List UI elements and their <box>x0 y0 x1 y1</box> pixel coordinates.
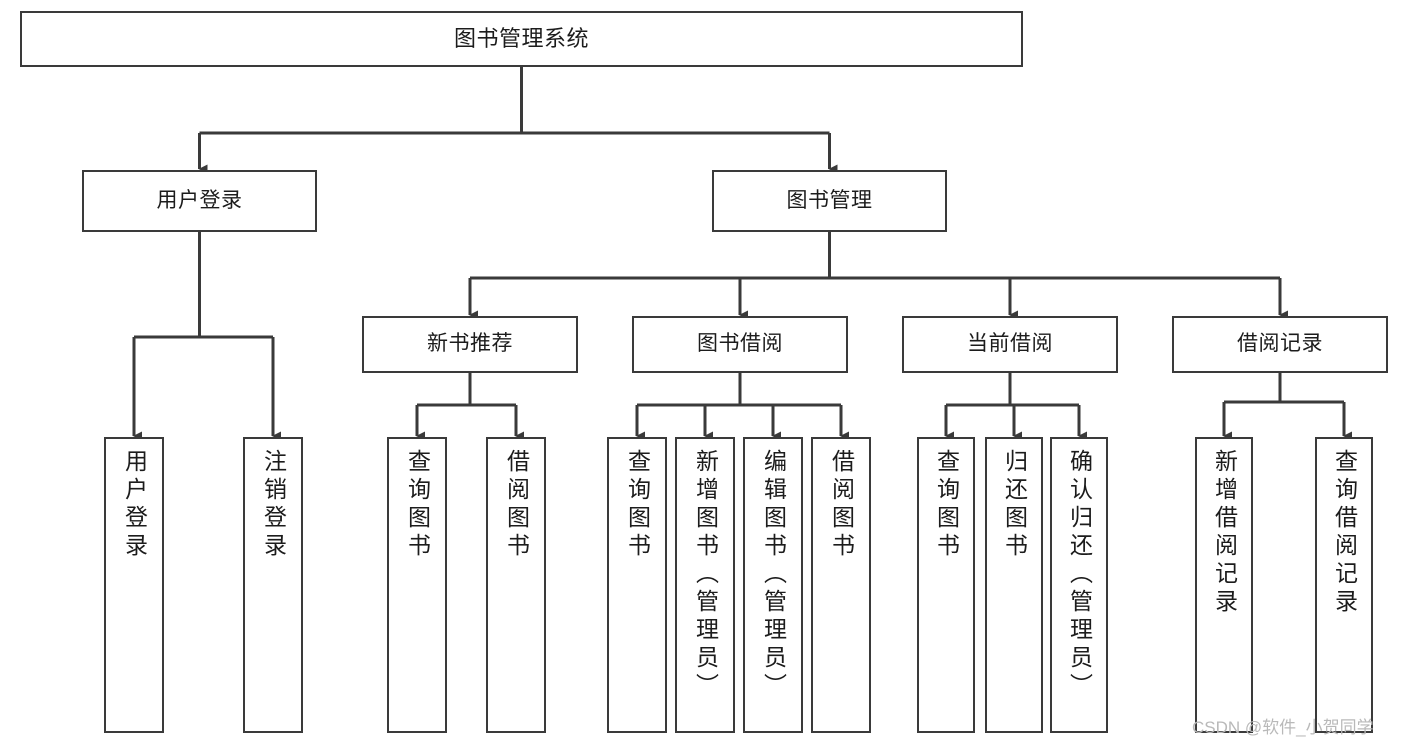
node-c_query[interactable]: 查询图书 <box>917 437 975 733</box>
node-r_add[interactable]: 新增借阅记录 <box>1195 437 1253 733</box>
node-current[interactable]: 当前借阅 <box>902 316 1118 373</box>
node-records[interactable]: 借阅记录 <box>1172 316 1388 373</box>
node-n_borrow[interactable]: 借阅图书 <box>486 437 546 733</box>
node-r_query[interactable]: 查询借阅记录 <box>1315 437 1373 733</box>
node-n_query[interactable]: 查询图书 <box>387 437 447 733</box>
node-l_login[interactable]: 用户登录 <box>104 437 164 733</box>
node-label: 新增借阅记录 <box>1211 449 1238 617</box>
node-label: 借阅记录 <box>1237 332 1323 356</box>
node-label: 新增图书（管理员） <box>692 449 719 701</box>
node-label: 新书推荐 <box>427 332 513 356</box>
node-label: 查询借阅记录 <box>1331 449 1358 617</box>
node-label: 确认归还（管理员） <box>1066 449 1093 701</box>
node-b_add[interactable]: 新增图书（管理员） <box>675 437 735 733</box>
edge-group <box>132 67 1352 441</box>
node-label: 图书管理系统 <box>453 26 589 52</box>
node-c_return[interactable]: 归还图书 <box>985 437 1043 733</box>
node-borrow[interactable]: 图书借阅 <box>632 316 848 373</box>
node-b_query[interactable]: 查询图书 <box>607 437 667 733</box>
node-newrec[interactable]: 新书推荐 <box>362 316 578 373</box>
node-label: 借阅图书 <box>828 449 855 561</box>
node-login[interactable]: 用户登录 <box>82 170 317 232</box>
node-label: 当前借阅 <box>967 332 1053 356</box>
node-label: 图书借阅 <box>697 332 783 356</box>
node-b_edit[interactable]: 编辑图书（管理员） <box>743 437 803 733</box>
node-label: 查询图书 <box>404 449 431 561</box>
node-l_logout[interactable]: 注销登录 <box>243 437 303 733</box>
watermark-text: CSDN @软件_小贺同学 <box>1192 718 1374 737</box>
node-label: 借阅图书 <box>503 449 530 561</box>
node-label: 编辑图书（管理员） <box>760 449 787 701</box>
node-label: 归还图书 <box>1001 449 1028 561</box>
node-label: 注销登录 <box>260 449 287 561</box>
node-root[interactable]: 图书管理系统 <box>20 11 1023 67</box>
node-b_borrow[interactable]: 借阅图书 <box>811 437 871 733</box>
node-label: 用户登录 <box>156 188 243 212</box>
node-label: 查询图书 <box>933 449 960 561</box>
node-c_confirm[interactable]: 确认归还（管理员） <box>1050 437 1108 733</box>
node-label: 图书管理 <box>786 188 873 212</box>
node-label: 用户登录 <box>121 449 148 561</box>
node-bookmgmt[interactable]: 图书管理 <box>712 170 947 232</box>
node-label: 查询图书 <box>624 449 651 561</box>
